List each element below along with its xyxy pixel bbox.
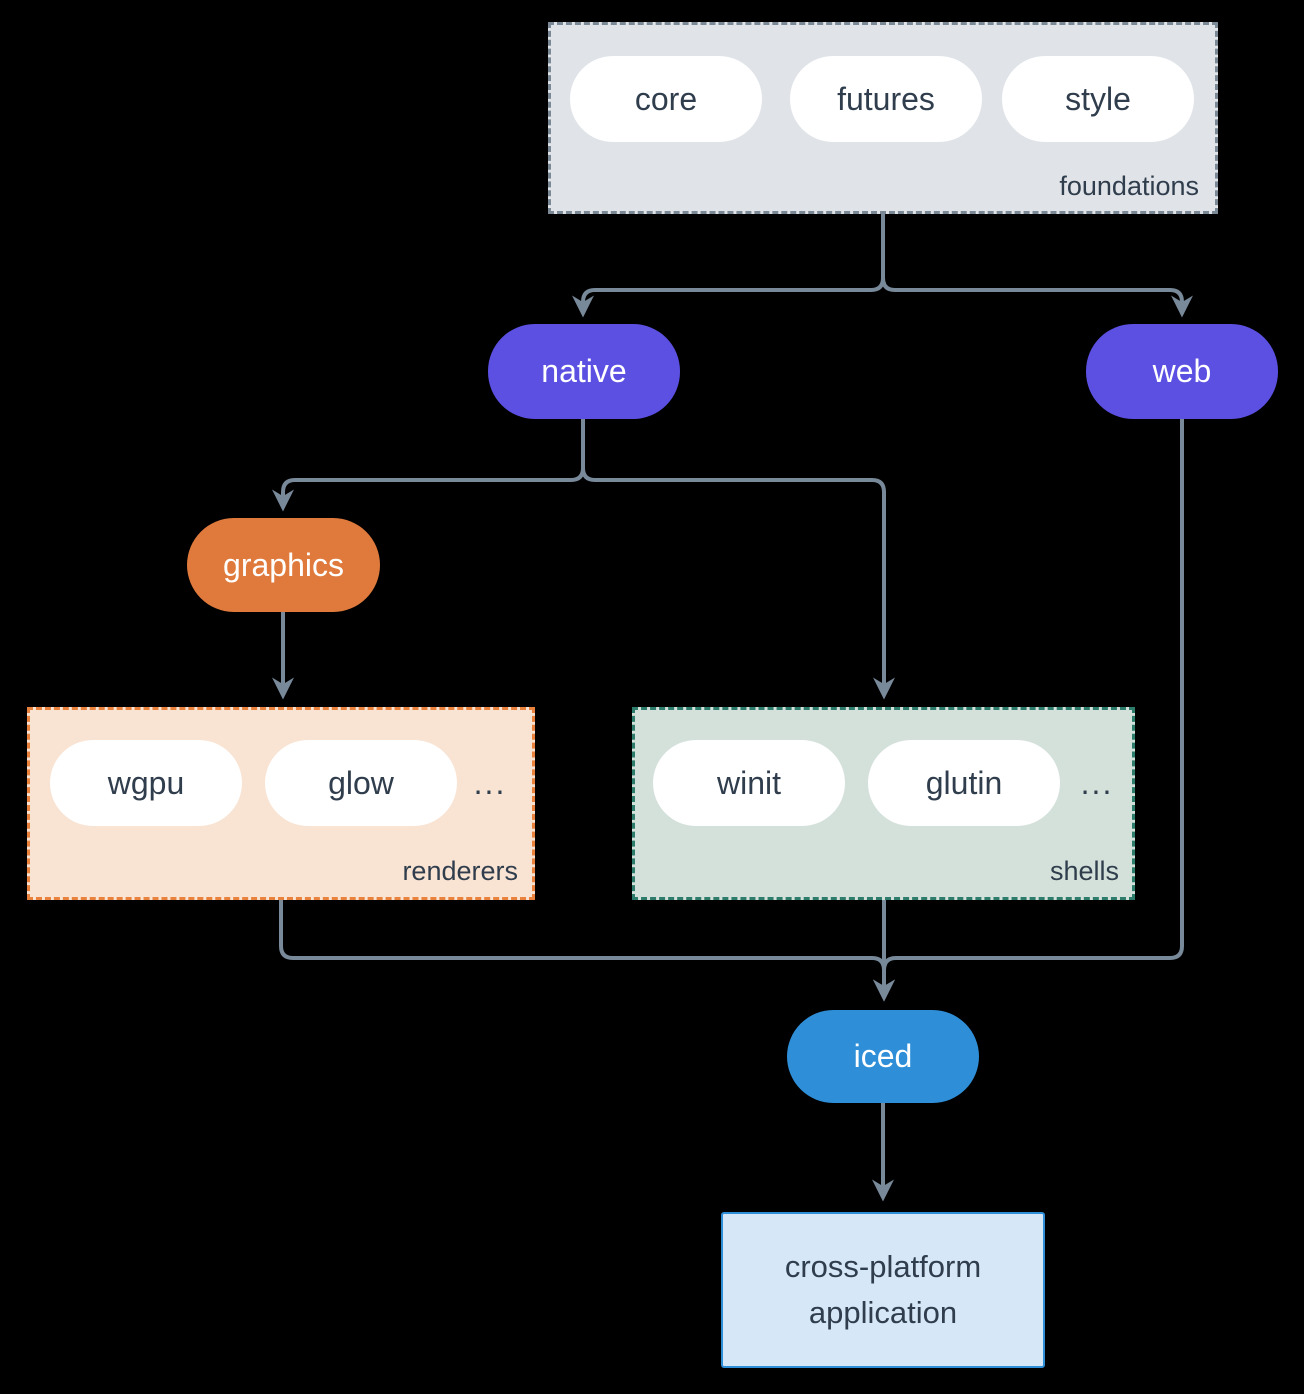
node-native: native bbox=[488, 324, 680, 419]
application-label-line1: cross-platform bbox=[784, 1249, 982, 1284]
foundations-group-label: foundations bbox=[1059, 171, 1199, 201]
node-graphics: graphics bbox=[187, 518, 380, 612]
node-core: core bbox=[570, 56, 762, 142]
node-web: web bbox=[1086, 324, 1278, 419]
node-winit: winit bbox=[653, 740, 845, 826]
node-winit-label: winit bbox=[716, 764, 781, 801]
edge-foundations-to-web bbox=[881, 214, 1193, 318]
node-style-label: style bbox=[1065, 80, 1131, 117]
node-style: style bbox=[1002, 56, 1194, 142]
node-cross-platform-application: cross-platform application bbox=[721, 1212, 1045, 1368]
renderers-group-label: renderers bbox=[402, 856, 518, 886]
node-futures-label: futures bbox=[837, 80, 935, 117]
node-glow-label: glow bbox=[328, 764, 394, 801]
node-wgpu-label: wgpu bbox=[107, 764, 185, 801]
foundations-group: core futures style foundations bbox=[548, 22, 1218, 214]
node-web-label: web bbox=[1152, 353, 1212, 389]
node-glow: glow bbox=[265, 740, 457, 826]
node-glutin-label: glutin bbox=[925, 764, 1003, 801]
edge-native-to-graphics bbox=[272, 419, 585, 512]
renderers-group: wgpu glow ... renderers bbox=[27, 707, 535, 900]
shells-group: winit glutin ... shells bbox=[632, 707, 1135, 900]
shells-group-label: shells bbox=[1049, 856, 1119, 886]
edge-renderers-to-iced bbox=[279, 900, 895, 1002]
node-core-label: core bbox=[634, 80, 698, 117]
renderers-ellipsis: ... bbox=[473, 764, 507, 801]
node-native-label: native bbox=[541, 353, 627, 389]
node-futures: futures bbox=[790, 56, 982, 142]
node-graphics-label: graphics bbox=[223, 546, 344, 583]
node-iced-label: iced bbox=[853, 1038, 913, 1074]
edge-foundations-to-native bbox=[572, 214, 885, 318]
application-label-line2: application bbox=[808, 1295, 958, 1330]
edge-native-to-shells bbox=[581, 419, 895, 700]
node-iced: iced bbox=[787, 1010, 979, 1103]
node-glutin: glutin bbox=[868, 740, 1060, 826]
shells-ellipsis: ... bbox=[1080, 764, 1114, 801]
node-wgpu: wgpu bbox=[50, 740, 242, 826]
